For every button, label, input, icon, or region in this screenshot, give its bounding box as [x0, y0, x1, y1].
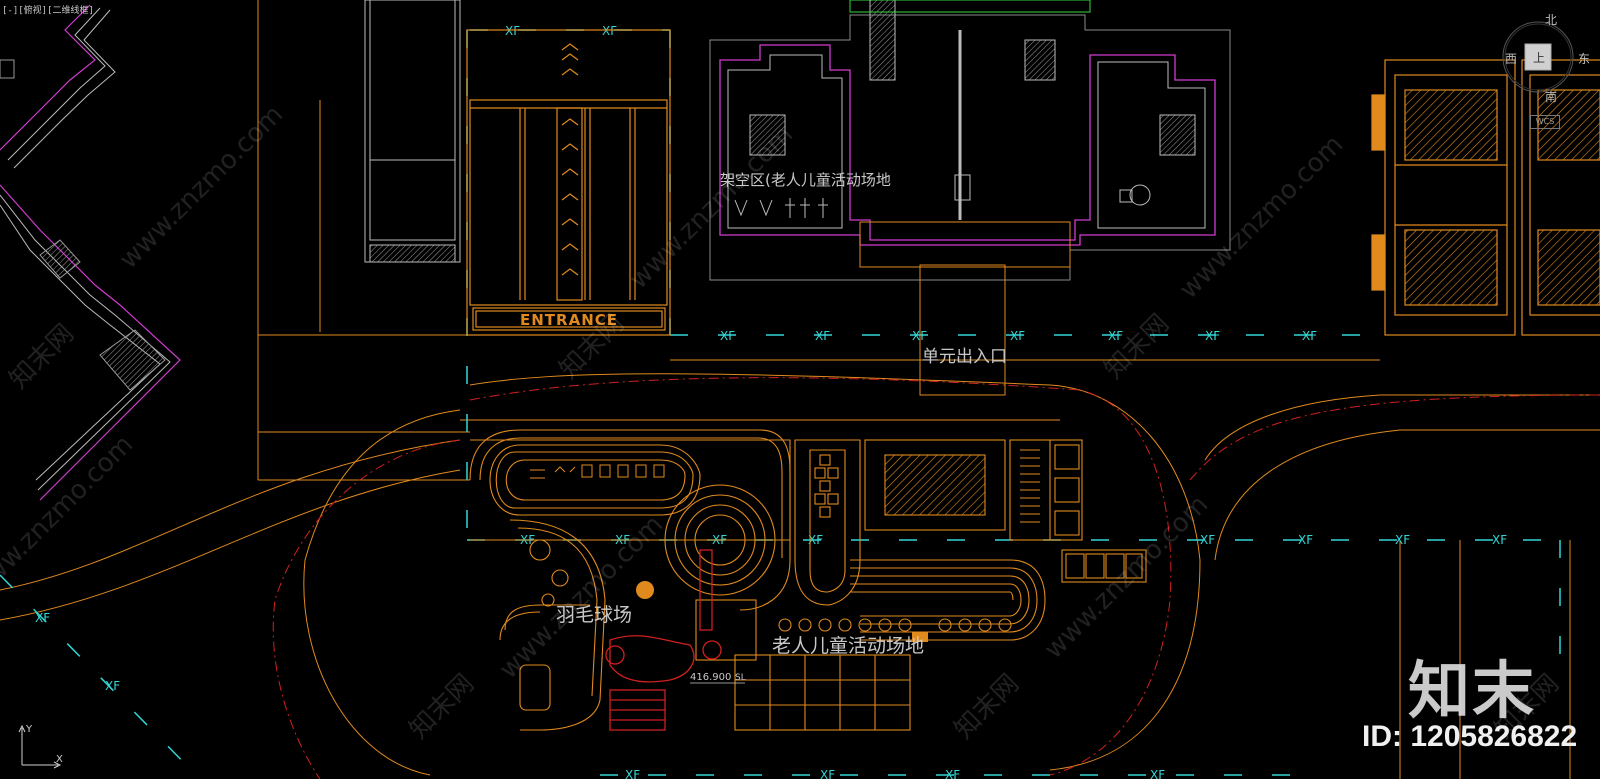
view-cube-top-face[interactable]: 上: [1533, 51, 1546, 65]
svg-text:知末网: 知末网: [4, 319, 80, 395]
svg-text:XF: XF: [1395, 533, 1410, 547]
compass-east[interactable]: 东: [1578, 52, 1591, 66]
elderly-children-label: 老人儿童活动场地: [772, 635, 924, 657]
svg-text:知末网: 知末网: [1099, 309, 1175, 385]
unit-entrance-label: 单元出入口: [922, 347, 1007, 367]
svg-text:XF: XF: [815, 329, 830, 343]
viewport-controls-label[interactable]: [-][俯视][二维线框]: [2, 6, 94, 16]
ucs-y-label: Y: [25, 724, 33, 735]
left-building: [0, 4, 181, 501]
compass-north[interactable]: 北: [1545, 13, 1558, 27]
svg-text:XF: XF: [602, 24, 617, 38]
svg-text:www.znzmo.com: www.znzmo.com: [1174, 130, 1349, 305]
elevation-suffix: SL: [735, 673, 746, 683]
badminton-label: 羽毛球场: [556, 604, 632, 626]
brand-watermark: 知末: [1408, 654, 1537, 727]
svg-text:XF: XF: [1150, 768, 1165, 779]
compass-west[interactable]: 西: [1505, 52, 1518, 66]
red-playground: [605, 549, 722, 731]
overhead-area-label: 架空区(老人儿童活动场地: [720, 171, 891, 189]
svg-text:知末网: 知末网: [949, 669, 1025, 745]
svg-text:XF: XF: [1298, 533, 1313, 547]
svg-text:XF: XF: [1302, 329, 1317, 343]
svg-text:知末网: 知末网: [404, 669, 480, 745]
svg-text:XF: XF: [808, 533, 823, 547]
svg-text:XF: XF: [35, 611, 50, 625]
circuit-icons: [530, 464, 665, 479]
fitness-icons: [1020, 449, 1040, 523]
svg-text:XF: XF: [820, 768, 835, 779]
right-pavilions: [1371, 59, 1600, 336]
svg-text:www.znzmo.com: www.znzmo.com: [624, 120, 799, 295]
feature-marker: [912, 632, 928, 642]
ucs-icon: [18, 724, 62, 769]
view-cube[interactable]: [1502, 21, 1574, 93]
svg-text:XF: XF: [105, 679, 120, 693]
entrance-plaza: [466, 29, 671, 336]
feature-dot: [636, 581, 654, 599]
svg-text:XF: XF: [1010, 329, 1025, 343]
elevation-value: 416.900: [690, 672, 731, 683]
activity-area: [469, 429, 1147, 731]
svg-text:XF: XF: [720, 329, 735, 343]
svg-text:XF: XF: [1492, 533, 1507, 547]
svg-text:XF: XF: [1200, 533, 1215, 547]
center-building: [709, 0, 1231, 396]
svg-text:XF: XF: [1205, 329, 1220, 343]
wcs-menu-button[interactable]: WCS: [1530, 115, 1560, 129]
svg-text:XF: XF: [945, 768, 960, 779]
id-tag: ID: 1205826822: [1362, 720, 1578, 753]
svg-text:XF: XF: [625, 768, 640, 779]
grey-structure: [364, 0, 461, 263]
compass-south[interactable]: 南: [1545, 90, 1558, 104]
entrance-label: ENTRANCE: [520, 311, 618, 329]
ucs-x-label: X: [56, 754, 63, 765]
red-dash-lines: [272, 377, 1600, 779]
svg-text:XF: XF: [505, 24, 520, 38]
fire-lane-marks: XF XF XF XF XF XF XF XF XF XF XF XF XF X…: [35, 24, 1507, 779]
svg-text:XF: XF: [1108, 329, 1123, 343]
svg-text:www.znzmo.com: www.znzmo.com: [1039, 490, 1214, 665]
svg-text:www.znzmo.com: www.znzmo.com: [0, 430, 139, 605]
svg-text:www.znzmo.com: www.znzmo.com: [114, 100, 289, 275]
